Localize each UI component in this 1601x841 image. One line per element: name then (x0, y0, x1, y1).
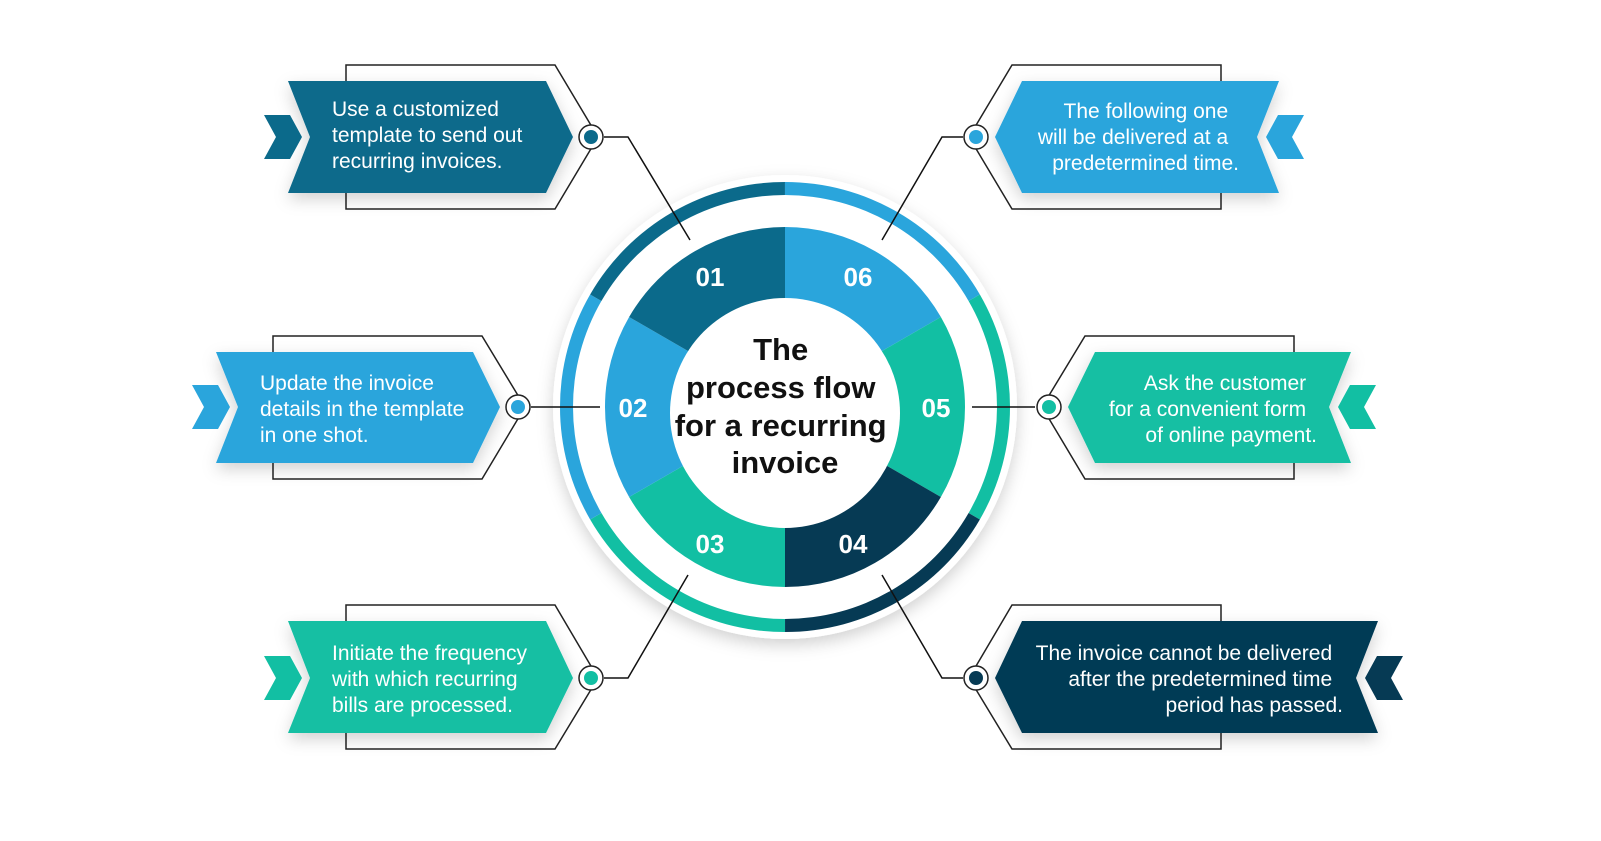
step-card-03-line-2: with which recurring (331, 668, 518, 691)
outer-ring-segment-03 (590, 513, 785, 632)
step-card-03: Initiate the frequency with which recurr… (264, 604, 604, 750)
process-wheel: The process flow for a recurring invoice… (553, 175, 1017, 639)
step-card-06-chevron-icon (1266, 115, 1304, 159)
step-card-05-line-2: for a convenient form (1109, 398, 1306, 421)
step-card-02: Update the invoice details in the templa… (192, 335, 531, 480)
outer-ring-segment-06 (785, 182, 980, 301)
wheel-sector-03 (629, 457, 785, 587)
step-card-03-text: Initiate the frequency with which recurr… (331, 642, 533, 717)
step-card-06-text: The following one will be delivered at a… (1037, 100, 1239, 175)
step-card-01-line-2: template to send out (332, 124, 522, 147)
step-number-05: 05 (922, 393, 951, 423)
step-card-06: The following one will be delivered at a… (963, 64, 1304, 210)
step-card-04-node-dot (969, 671, 983, 685)
step-card-06-line-3: predetermined time. (1052, 152, 1239, 175)
step-card-01-line-3: recurring invoices. (332, 150, 502, 173)
step-card-06-node-dot (969, 130, 983, 144)
step-card-04-banner (995, 621, 1378, 733)
step-card-03-line-1: Initiate the frequency (332, 642, 527, 665)
wheel-sector-02 (605, 317, 699, 497)
connector-lines (531, 136, 1035, 679)
wheel-sector-05 (871, 317, 965, 497)
step-card-01-banner (288, 81, 573, 193)
connector-04 (881, 574, 963, 679)
center-disc (670, 298, 900, 528)
step-card-02-node-dot (511, 400, 525, 414)
center-title-line-4: invoice (732, 445, 839, 480)
step-card-04-chevron-icon (1365, 656, 1403, 700)
outer-ring-segment-02 (560, 294, 602, 520)
step-card-02-line-3: in one shot. (260, 424, 369, 447)
wheel-sectors (605, 227, 965, 587)
step-card-04-line-1: The invoice cannot be delivered (1036, 642, 1333, 665)
step-card-06-banner (995, 81, 1279, 193)
step-card-06-line-1: The following one (1064, 100, 1229, 123)
step-number-02: 02 (619, 393, 648, 423)
step-card-05-text: Ask the customer for a convenient form o… (1109, 372, 1317, 447)
outer-ring-segment-05 (968, 294, 1010, 520)
step-number-01: 01 (696, 262, 725, 292)
step-card-02-line-1: Update the invoice (260, 372, 434, 395)
center-title: The process flow for a recurring invoice (675, 332, 896, 480)
step-number-06: 06 (844, 262, 873, 292)
center-title-line-1: The (753, 332, 808, 367)
wheel-sector-04 (785, 457, 941, 587)
center-title-line-2: process flow (686, 370, 876, 405)
outer-ring (560, 182, 1010, 632)
step-card-04-text: The invoice cannot be delivered after th… (1036, 642, 1343, 717)
wheel-sector-06 (785, 227, 941, 357)
step-card-03-banner (288, 621, 573, 733)
connector-06 (881, 136, 963, 241)
step-card-03-node-dot (584, 671, 598, 685)
step-card-04: The invoice cannot be delivered after th… (963, 604, 1403, 750)
step-card-04-line-2: after the predetermined time (1068, 668, 1332, 691)
step-card-03-line-3: bills are processed. (332, 694, 513, 717)
step-card-06-line-2: will be delivered at a (1037, 126, 1229, 149)
wheel-sector-01 (629, 227, 785, 357)
step-card-01-line-1: Use a customized (332, 98, 499, 121)
step-number-03: 03 (696, 529, 725, 559)
step-card-02-chevron-icon (192, 385, 230, 429)
step-card-03-chevron-icon (264, 656, 302, 700)
center-title-line-3: for a recurring (675, 408, 887, 443)
step-card-01-node-dot (584, 130, 598, 144)
step-card-04-line-3: period has passed. (1166, 694, 1343, 717)
step-card-05-line-1: Ask the customer (1144, 372, 1306, 395)
outer-ring-segment-01 (590, 182, 785, 301)
step-card-01: Use a customized template to send out re… (264, 64, 604, 210)
step-card-05-chevron-icon (1338, 385, 1376, 429)
step-card-01-text: Use a customized template to send out re… (332, 98, 528, 173)
step-card-05-node-dot (1042, 400, 1056, 414)
connector-03 (604, 574, 689, 679)
connector-01 (604, 136, 691, 241)
step-card-05-banner (1068, 352, 1351, 463)
outer-ring-segment-04 (785, 513, 980, 632)
step-card-02-banner (216, 352, 500, 463)
step-card-02-text: Update the invoice details in the templa… (260, 372, 470, 447)
step-card-05: Ask the customer for a convenient form o… (1036, 335, 1376, 480)
step-card-05-line-3: of online payment. (1145, 424, 1317, 447)
step-numbers: 01 02 03 04 05 06 (619, 262, 951, 559)
step-card-02-line-2: details in the template (260, 398, 464, 421)
step-card-01-chevron-icon (264, 115, 302, 159)
step-number-04: 04 (839, 529, 868, 559)
